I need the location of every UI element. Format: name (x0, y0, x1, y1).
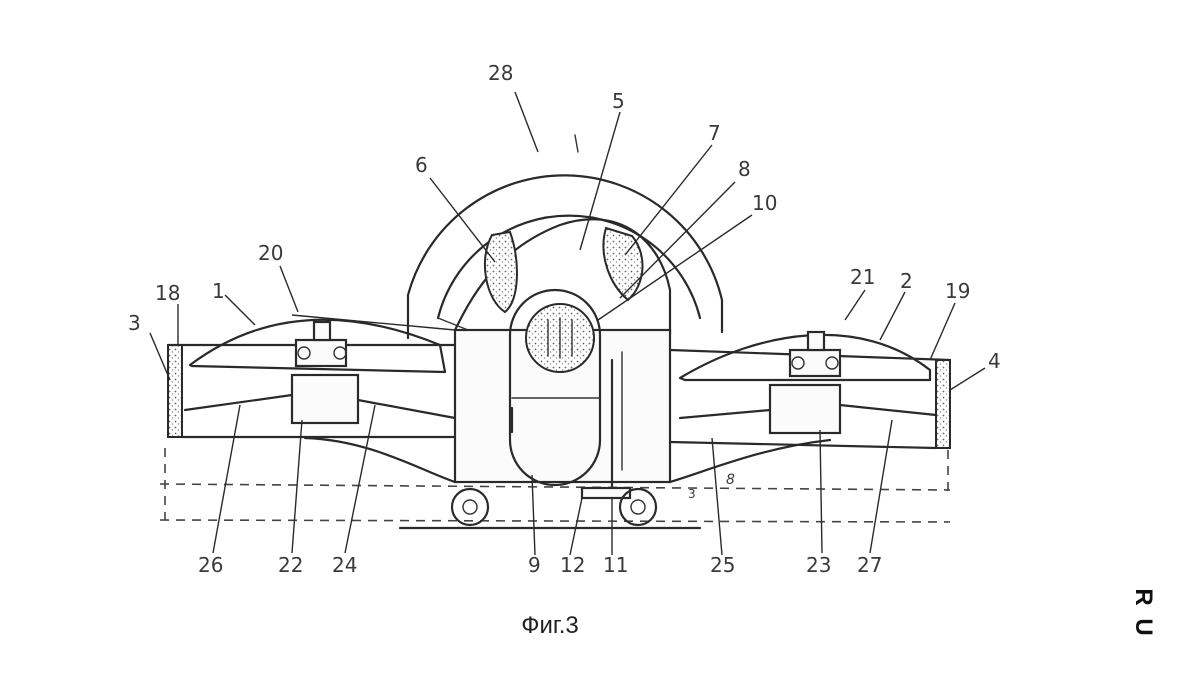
side-mark-letter-r: R (1130, 588, 1157, 606)
callout-11: 11 (603, 553, 628, 577)
callout-5: 5 (612, 89, 625, 113)
inline-mark-b: 3 (688, 487, 696, 501)
inline-mark-a: 8 (726, 472, 735, 488)
callout-10: 10 (752, 191, 777, 215)
leader-lines (149, 91, 986, 556)
figure-caption: Фиг.3 (521, 612, 579, 639)
callout-1: 1 (212, 279, 225, 303)
central-body-5 (453, 218, 672, 500)
callout-23: 23 (806, 553, 831, 577)
left-wing (166, 314, 457, 439)
callout-12: 12 (560, 553, 585, 577)
lower-skirt (303, 436, 832, 484)
callout-4: 4 (988, 349, 1001, 373)
callout-20: 20 (258, 241, 283, 265)
large-wheel-28 (406, 134, 724, 340)
callout-labels: 28 5 7 6 8 10 20 1 18 3 21 2 19 4 26 22 … (128, 61, 1001, 577)
side-mark-letter-u: U (1130, 618, 1157, 636)
callout-25: 25 (710, 553, 735, 577)
callout-26: 26 (198, 553, 223, 577)
document-side-mark: R U (1128, 582, 1158, 642)
track-lines (159, 448, 951, 530)
callout-22: 22 (278, 553, 303, 577)
support-wheels (450, 487, 658, 527)
callout-7: 7 (708, 121, 721, 145)
callout-18: 18 (155, 281, 180, 305)
callout-9: 9 (528, 553, 541, 577)
callout-3: 3 (128, 311, 141, 335)
callout-28: 28 (488, 61, 513, 85)
callout-21: 21 (850, 265, 875, 289)
callout-8: 8 (738, 157, 751, 181)
callout-2: 2 (900, 269, 913, 293)
callout-27: 27 (857, 553, 882, 577)
callout-24: 24 (332, 553, 357, 577)
callout-19: 19 (945, 279, 970, 303)
right-wing (668, 330, 952, 450)
callout-6: 6 (415, 153, 428, 177)
